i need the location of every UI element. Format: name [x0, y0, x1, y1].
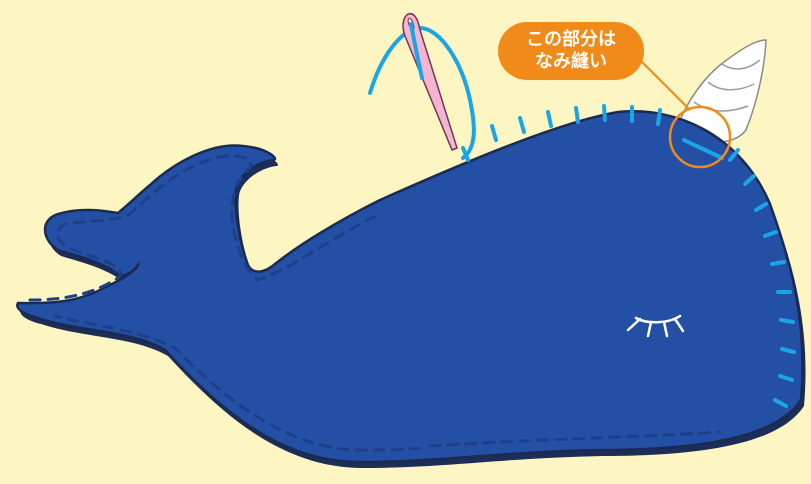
callout-leader-line: [639, 59, 691, 111]
thread-icon: [368, 25, 476, 160]
closed-eye-icon: [626, 314, 685, 338]
whip-stitches: [461, 104, 796, 408]
callout-highlight-circle: [668, 105, 732, 169]
running-stitch: [28, 154, 422, 452]
callout-line-2: なみ縫い: [535, 51, 607, 72]
callout-line-1: この部分は: [526, 29, 616, 50]
running-stitch-callout: この部分は なみ縫い: [498, 22, 644, 80]
